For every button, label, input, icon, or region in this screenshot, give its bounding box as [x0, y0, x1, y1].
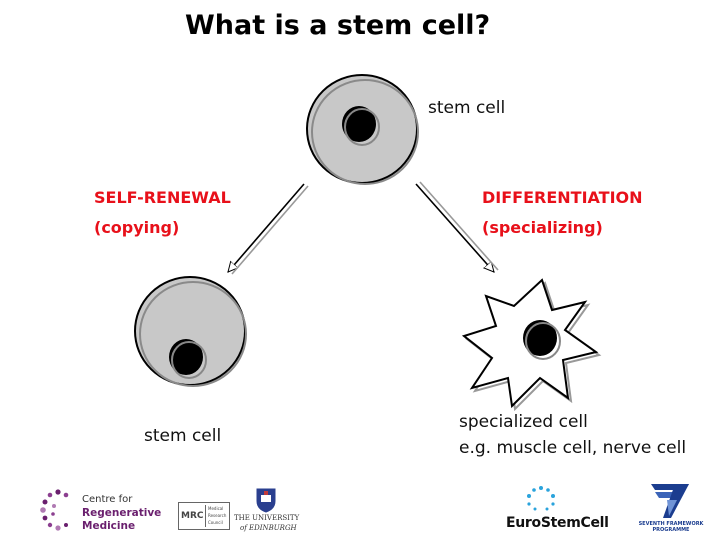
fp7-logo-icon: [645, 480, 695, 520]
self-renewal-arrow: [228, 183, 309, 275]
mrc-acronym: MRC: [181, 511, 204, 521]
fp7-line2: PROGRAMME: [652, 527, 690, 533]
crm-logo-line1: Centre for: [82, 494, 133, 505]
mrc-divider: [205, 505, 206, 527]
eurostemcell-logo-text: EuroStemCell: [506, 515, 609, 531]
self-renewal-label: SELF-RENEWAL: [94, 188, 231, 207]
left-cell-label: stem cell: [144, 426, 222, 446]
self-renewal-detail: (copying): [94, 218, 180, 237]
differentiation-arrow: [415, 181, 499, 272]
mrc-text-3: Council: [208, 520, 223, 525]
crm-logo-line3: Medicine: [82, 520, 136, 532]
top-stem-cell: [306, 74, 419, 185]
fp7-line1: SEVENTH FRAMEWORK: [638, 521, 704, 527]
edinburgh-line1: THE UNIVERSITY: [234, 514, 300, 522]
top-cell-label: stem cell: [428, 98, 506, 118]
differentiation-detail: (specializing): [482, 218, 603, 237]
edinburgh-line2: of EDINBURGH: [240, 524, 297, 532]
page-title: What is a stem cell?: [185, 10, 491, 41]
edinburgh-crest-icon: [255, 487, 277, 513]
mrc-text-2: Research: [208, 513, 227, 518]
specialized-cell-examples: e.g. muscle cell, nerve cell: [459, 438, 687, 458]
crm-logo-line2: Regenerative: [82, 507, 162, 519]
specialized-cell: [461, 278, 602, 412]
mrc-logo: MRC Medical Research Council: [178, 502, 230, 530]
specialized-cell-label: specialized cell: [459, 412, 588, 432]
left-stem-cell: [134, 276, 247, 387]
differentiation-label: DIFFERENTIATION: [482, 188, 643, 207]
mrc-text-1: Medical: [208, 506, 224, 511]
crm-logo-icon: [36, 486, 80, 534]
eurostemcell-dots-icon: [521, 484, 561, 514]
